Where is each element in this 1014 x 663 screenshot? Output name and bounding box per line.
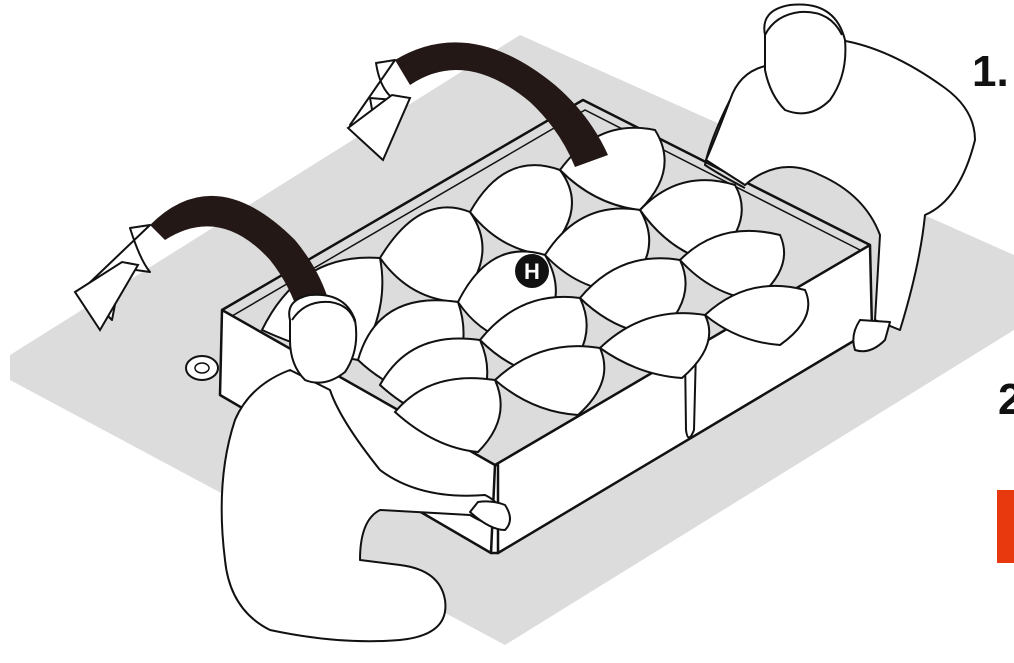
step-number-2: 2 xyxy=(998,378,1014,422)
accent-bar xyxy=(997,490,1014,563)
h-marker-letter: H xyxy=(524,259,540,284)
sofa-leg xyxy=(186,356,218,380)
h-marker: H xyxy=(515,254,549,288)
step-number-1: 1. xyxy=(972,50,1009,94)
